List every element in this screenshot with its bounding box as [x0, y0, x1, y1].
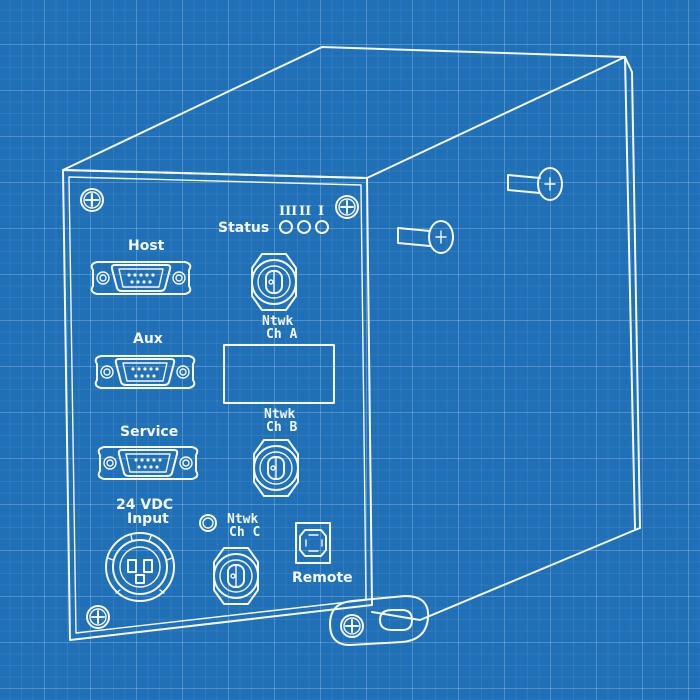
status-led-iii — [279, 220, 293, 234]
network-channel-a-port[interactable] — [251, 253, 297, 311]
led-iii-label: III — [279, 204, 297, 219]
power-indicator-led — [199, 514, 217, 532]
network-channel-b-port[interactable] — [253, 439, 299, 497]
ntwk-c-label-line2: Ch C — [229, 525, 260, 540]
ntwk-a-label-line1: Ntwk — [262, 314, 293, 329]
side-screw-top — [507, 167, 563, 201]
display-window — [223, 344, 335, 404]
network-channel-c-port[interactable] — [213, 547, 259, 605]
host-port[interactable] — [90, 261, 192, 295]
service-label: Service — [120, 424, 178, 440]
remote-label: Remote — [292, 570, 353, 586]
status-led-i — [315, 220, 329, 234]
mounting-foot — [329, 595, 430, 646]
ntwk-b-label-line1: Ntwk — [264, 407, 295, 422]
screw-bottom-left-icon — [86, 605, 110, 629]
foot-screw-icon — [340, 614, 364, 638]
aux-label: Aux — [133, 331, 163, 347]
service-port[interactable] — [97, 446, 199, 480]
side-screw-bottom — [397, 220, 454, 254]
remote-connector[interactable] — [295, 522, 331, 564]
led-ii-label: II — [299, 204, 311, 219]
ntwk-c-label-line1: Ntwk — [227, 512, 258, 527]
screw-top-right-icon — [335, 195, 359, 219]
aux-port[interactable] — [94, 355, 196, 389]
ntwk-a-label-line2: Ch A — [266, 327, 297, 342]
screw-top-left-icon — [80, 188, 104, 212]
status-led-ii — [297, 220, 311, 234]
ntwk-b-label-line2: Ch B — [266, 420, 297, 435]
power-label-line1: 24 VDC — [116, 497, 173, 513]
led-i-label: I — [318, 204, 324, 219]
host-label: Host — [128, 238, 165, 254]
status-label: Status — [218, 220, 269, 236]
power-input-connector[interactable] — [105, 532, 175, 602]
power-label-line2: Input — [127, 511, 169, 527]
